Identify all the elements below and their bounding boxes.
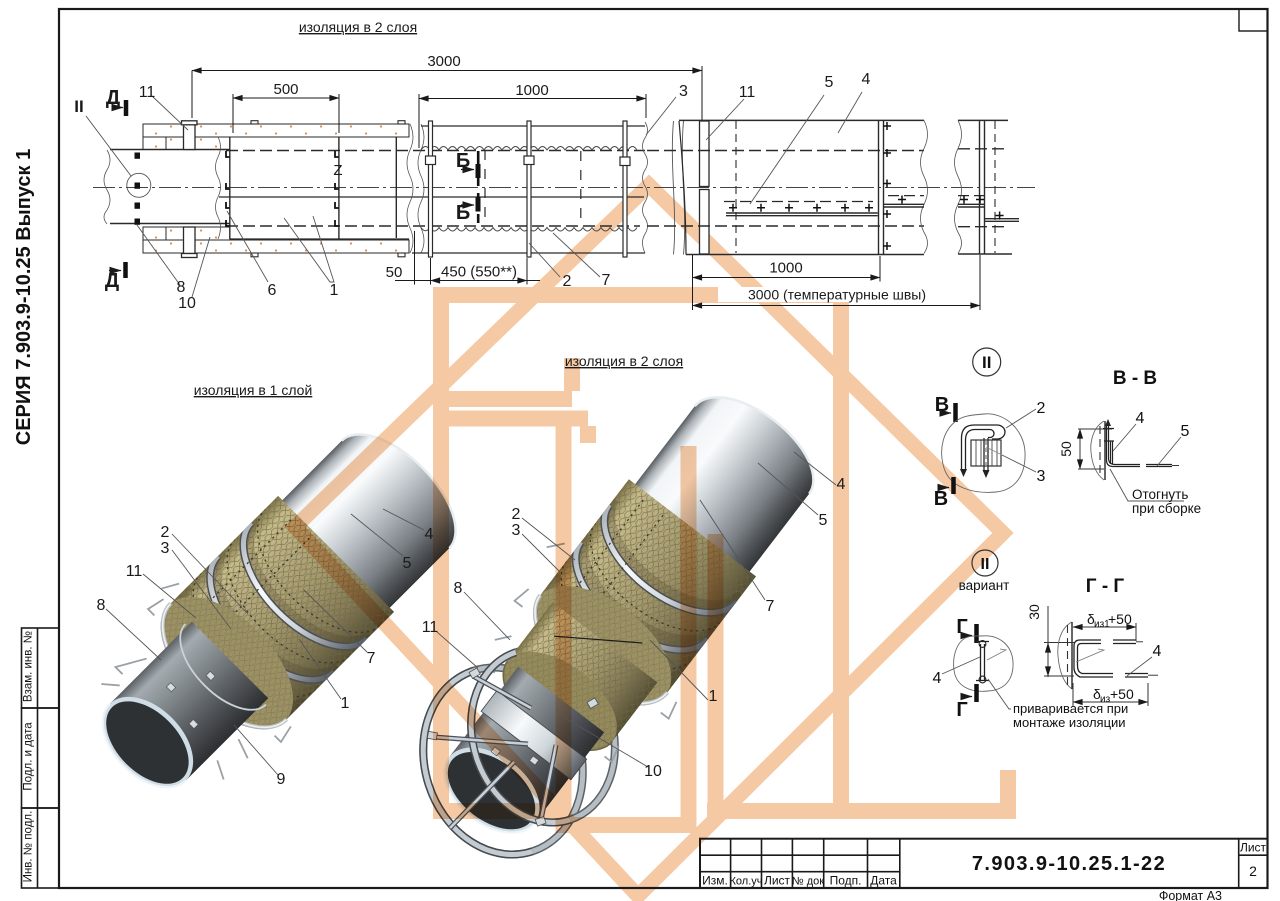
svg-text:№ док: № док (792, 876, 824, 888)
svg-text:В - В: В - В (1113, 368, 1157, 389)
svg-text:Формат А3: Формат А3 (1159, 889, 1222, 901)
svg-text:3: 3 (1037, 468, 1046, 485)
svg-text:7: 7 (766, 598, 775, 615)
svg-text:3: 3 (161, 540, 170, 557)
svg-text:Подл. и дата: Подл. и дата (23, 722, 35, 791)
svg-text:11: 11 (139, 84, 156, 101)
svg-text:2: 2 (1037, 400, 1046, 417)
svg-text:1000: 1000 (515, 82, 548, 99)
svg-text:5: 5 (403, 555, 412, 572)
svg-text:11: 11 (126, 563, 143, 580)
svg-text:при сборке: при сборке (1132, 501, 1201, 516)
svg-text:монтаже изоляции: монтаже изоляции (1013, 715, 1126, 730)
svg-text:Взам. инв. №: Взам. инв. № (23, 631, 35, 702)
svg-text:δ: δ (1087, 611, 1095, 627)
svg-text:II: II (74, 97, 83, 116)
svg-text:3: 3 (512, 522, 521, 539)
svg-text:Подп.: Подп. (830, 874, 862, 888)
svg-text:Лист: Лист (1240, 841, 1267, 855)
svg-text:+50: +50 (1108, 611, 1132, 627)
svg-text:Лист: Лист (764, 874, 791, 888)
svg-text:2: 2 (563, 273, 572, 290)
svg-text:изоляция в 2 слоя: изоляция в 2 слоя (565, 353, 683, 369)
svg-text:3: 3 (679, 83, 688, 100)
svg-text:1000: 1000 (769, 260, 802, 277)
svg-text:Б: Б (456, 150, 470, 172)
svg-text:II: II (981, 556, 990, 573)
svg-text:30: 30 (1026, 604, 1042, 620)
svg-text:10: 10 (644, 763, 662, 780)
svg-text:Инв. № подл.: Инв. № подл. (23, 811, 35, 883)
svg-text:Дата: Дата (870, 874, 897, 888)
svg-text:3000 (температурные швы): 3000 (температурные швы) (748, 287, 926, 303)
svg-text:10: 10 (178, 295, 196, 312)
svg-text:7.903.9-10.25.1-22: 7.903.9-10.25.1-22 (972, 853, 1166, 875)
svg-text:450 (550**): 450 (550**) (441, 264, 517, 281)
svg-text:4: 4 (837, 476, 846, 493)
svg-text:Г: Г (956, 699, 967, 721)
svg-text:11: 11 (739, 84, 756, 101)
svg-text:7: 7 (367, 650, 376, 667)
svg-text:Д: Д (105, 270, 119, 292)
svg-text:5: 5 (1181, 423, 1190, 440)
svg-text:Изм.: Изм. (702, 874, 728, 888)
svg-text:Отогнуть: Отогнуть (1132, 487, 1188, 502)
svg-text:СЕРИЯ 7.903.9-10.25 Выпуск 1: СЕРИЯ 7.903.9-10.25 Выпуск 1 (13, 149, 35, 445)
svg-text:2: 2 (1249, 863, 1257, 879)
svg-text:7: 7 (602, 272, 611, 289)
svg-text:4: 4 (933, 670, 942, 687)
svg-text:В: В (934, 488, 948, 510)
svg-text:Кол.уч: Кол.уч (730, 876, 763, 888)
svg-text:4: 4 (862, 71, 871, 88)
svg-text:500: 500 (273, 81, 298, 98)
svg-text:1: 1 (709, 688, 718, 705)
svg-text:приваривается при: приваривается при (1013, 701, 1128, 716)
svg-text:Z: Z (333, 162, 342, 179)
svg-text:3000: 3000 (427, 53, 460, 70)
svg-text:8: 8 (97, 597, 106, 614)
svg-text:4: 4 (1153, 643, 1162, 660)
svg-text:5: 5 (825, 74, 834, 91)
svg-text:9: 9 (277, 771, 286, 788)
svg-text:Г: Г (956, 616, 967, 638)
svg-text:50: 50 (386, 264, 403, 281)
svg-text:+50: +50 (1110, 686, 1134, 702)
svg-text:1: 1 (341, 695, 350, 712)
svg-text:изоляция в 1 слой: изоляция в 1 слой (194, 382, 313, 398)
svg-text:II: II (982, 353, 991, 372)
svg-text:5: 5 (819, 512, 828, 529)
svg-text:Д: Д (106, 87, 120, 109)
svg-text:вариант: вариант (959, 578, 1010, 593)
svg-text:4: 4 (425, 526, 434, 543)
svg-text:Б: Б (456, 202, 470, 224)
svg-text:δ: δ (1093, 686, 1101, 702)
svg-text:11: 11 (422, 619, 439, 636)
svg-text:из1: из1 (1094, 619, 1110, 630)
svg-text:6: 6 (268, 282, 277, 299)
svg-text:50: 50 (1058, 441, 1074, 457)
svg-text:из: из (1100, 694, 1111, 705)
svg-text:изоляция в 2 слоя: изоляция в 2 слоя (299, 19, 417, 35)
svg-text:1: 1 (330, 282, 339, 299)
svg-text:2: 2 (161, 524, 170, 541)
svg-text:2: 2 (512, 506, 521, 523)
svg-text:Г - Г: Г - Г (1086, 576, 1125, 597)
svg-text:8: 8 (454, 580, 463, 597)
svg-text:4: 4 (1136, 410, 1145, 427)
svg-text:8: 8 (177, 279, 186, 296)
